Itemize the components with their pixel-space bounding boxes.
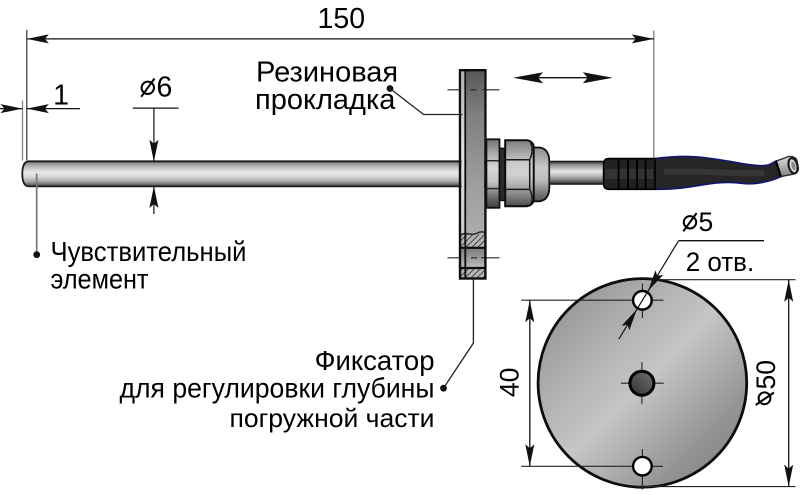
svg-text:150: 150 [318,3,366,35]
svg-text:1: 1 [53,80,69,112]
svg-text:40: 40 [495,368,525,397]
svg-text:Чувствительный: Чувствительный [51,236,247,267]
svg-text:5: 5 [699,207,714,237]
svg-text:Фиксатор: Фиксатор [315,345,435,376]
svg-text:Резиновая: Резиновая [256,57,398,89]
svg-text:прокладка: прокладка [255,84,396,116]
svg-text:для регулировки глубины: для регулировки глубины [120,372,435,403]
svg-text:50: 50 [751,360,781,389]
svg-text:погружной части: погружной части [230,403,435,433]
svg-text:2 отв.: 2 отв. [686,247,755,277]
svg-text:элемент: элемент [51,264,149,295]
svg-text:6: 6 [157,72,173,104]
